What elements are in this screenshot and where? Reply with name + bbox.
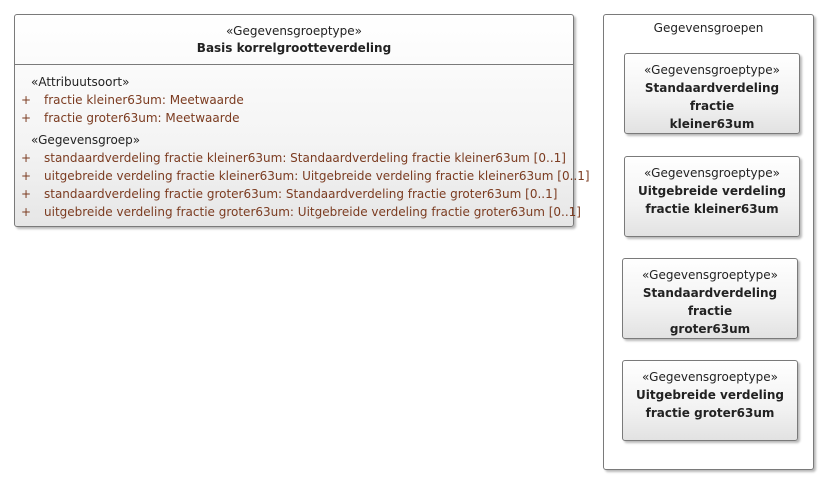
package-gegevensgroepen[interactable]: Gegevensgroepen «Gegevensgroeptype» Stan…: [603, 14, 814, 470]
class-name-line1: Standaardverdeling fractie: [642, 286, 778, 318]
class-uitgebreide-groter63um[interactable]: «Gegevensgroeptype» Uitgebreide verdelin…: [622, 360, 798, 441]
attribute-text: uitgebreide verdeling fractie groter63um…: [44, 205, 581, 219]
class-body: «Attribuutsoort» + fractie kleiner63um: …: [15, 65, 590, 221]
attribute-text: standaardverdeling fractie kleiner63um: …: [44, 151, 566, 165]
class-name: Basis korrelgrootteverdeling: [196, 41, 392, 55]
class-name-line1: Uitgebreide verdeling: [636, 388, 784, 402]
class-standaardverdeling-kleiner63um[interactable]: «Gegevensgroeptype» Standaardverdeling f…: [624, 53, 800, 134]
class-stereotype: «Gegevensgroeptype»: [644, 166, 780, 180]
attribute-text: uitgebreide verdeling fractie kleiner63u…: [44, 169, 590, 183]
section-title-attribuutsoort: «Attribuutsoort»: [31, 75, 130, 89]
class-stereotype: «Gegevensgroeptype»: [226, 24, 362, 38]
class-name-line1: Uitgebreide verdeling: [638, 184, 786, 198]
section-title-gegevensgroep: «Gegevensgroep»: [31, 133, 141, 147]
class-standaardverdeling-groter63um[interactable]: «Gegevensgroeptype» Standaardverdeling f…: [622, 258, 798, 339]
attribute-row[interactable]: + fractie groter63um: Meetwaarde: [15, 109, 573, 127]
visibility-marker: +: [21, 205, 32, 219]
class-header: «Gegevensgroeptype» Basis korrelgroottev…: [15, 15, 573, 65]
attribute-row[interactable]: + fractie kleiner63um: Meetwaarde: [15, 91, 573, 109]
class-name-line2: kleiner63um: [669, 117, 755, 131]
visibility-marker: +: [21, 169, 32, 183]
class-name-line1: Standaardverdeling fractie: [644, 81, 780, 113]
attribute-row[interactable]: + standaardverdeling fractie kleiner63um…: [15, 149, 573, 167]
attribute-row[interactable]: + uitgebreide verdeling fractie kleiner6…: [15, 167, 590, 185]
visibility-marker: +: [21, 111, 32, 125]
class-name-line2: groter63um: [669, 322, 751, 336]
visibility-marker: +: [21, 151, 32, 165]
attribute-text: fractie groter63um: Meetwaarde: [44, 111, 240, 125]
attribute-row[interactable]: + uitgebreide verdeling fractie groter63…: [15, 203, 581, 221]
attribute-text: standaardverdeling fractie groter63um: S…: [44, 187, 558, 201]
visibility-marker: +: [21, 187, 32, 201]
class-basis-korrelgrootteverdeling[interactable]: «Gegevensgroeptype» Basis korrelgroottev…: [14, 14, 590, 227]
class-name-line2: fractie kleiner63um: [645, 202, 779, 216]
attribute-row[interactable]: + standaardverdeling fractie groter63um:…: [15, 185, 573, 203]
class-uitgebreide-kleiner63um[interactable]: «Gegevensgroeptype» Uitgebreide verdelin…: [624, 156, 800, 237]
class-stereotype: «Gegevensgroeptype»: [644, 63, 780, 77]
class-stereotype: «Gegevensgroeptype»: [642, 370, 778, 384]
visibility-marker: +: [21, 93, 32, 107]
class-stereotype: «Gegevensgroeptype»: [642, 268, 778, 282]
attribute-text: fractie kleiner63um: Meetwaarde: [44, 93, 244, 107]
class-name-line2: fractie groter63um: [645, 406, 775, 420]
package-title: Gegevensgroepen: [653, 21, 764, 35]
